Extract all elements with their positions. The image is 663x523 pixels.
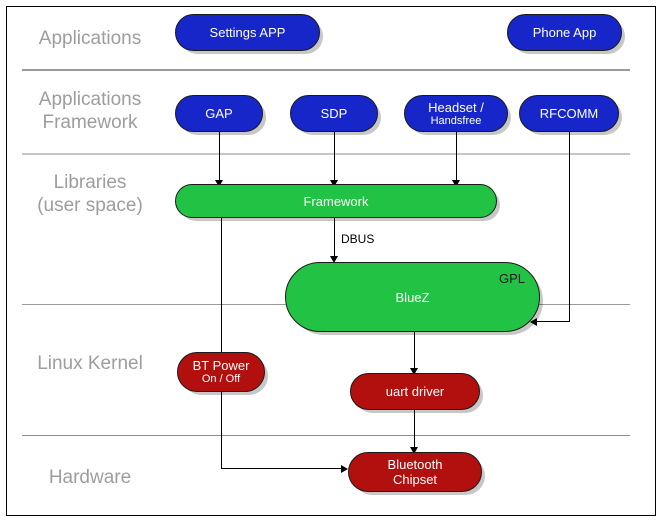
edge-label-dbus: DBUS	[341, 232, 375, 246]
edge-framework-chipset-horizontal	[221, 468, 345, 469]
node-bt-power[interactable]: BT Power On / Off	[177, 352, 265, 392]
node-uart-driver-label: uart driver	[385, 384, 445, 399]
edge-gap-framework	[219, 131, 220, 183]
edge-bluez-uart-arrowhead	[410, 368, 418, 375]
layer-label-applications: Applications	[38, 28, 142, 49]
node-framework[interactable]: Framework	[175, 184, 497, 218]
node-bt-power-label-secondary: On / Off	[201, 373, 241, 385]
layer-label-applications-framework: Applications Framework	[38, 89, 142, 133]
edge-rfcomm-bluez-arrowhead	[530, 318, 537, 326]
node-bluetooth-chipset-label-secondary: Chipset	[392, 472, 438, 487]
divider-applications-framework	[22, 153, 630, 155]
node-headset-handsfree[interactable]: Headset / Handsfree	[404, 95, 508, 132]
divider-linux-kernel	[22, 435, 630, 436]
diagram-frame	[6, 6, 656, 516]
node-uart-driver[interactable]: uart driver	[350, 373, 480, 410]
edge-rfcomm-vertical	[569, 131, 570, 322]
node-settings-app[interactable]: Settings APP	[175, 14, 320, 51]
edge-framework-chipset-vertical	[221, 217, 222, 469]
edge-uart-chipset	[414, 410, 415, 452]
node-sdp-label: SDP	[320, 106, 348, 121]
node-sdp[interactable]: SDP	[290, 95, 378, 132]
node-bluetooth-chipset[interactable]: Bluetooth Chipset	[348, 452, 482, 492]
node-gap-label: GAP	[205, 106, 233, 121]
edge-headset-framework	[456, 131, 457, 183]
node-headset-handsfree-label-primary: Headset /	[428, 99, 484, 115]
node-rfcomm[interactable]: RFCOMM	[519, 95, 619, 132]
node-rfcomm-label: RFCOMM	[539, 106, 599, 121]
node-bluez[interactable]: GPL BlueZ	[285, 262, 540, 332]
node-gap[interactable]: GAP	[175, 95, 263, 132]
node-bluetooth-chipset-label-primary: Bluetooth	[387, 457, 443, 472]
edge-rfcomm-horizontal	[536, 321, 570, 322]
layer-label-hardware: Hardware	[48, 467, 132, 488]
edge-sdp-framework	[334, 131, 335, 183]
edge-bluez-uart	[414, 332, 415, 372]
edge-framework-bluez-arrowhead	[330, 256, 338, 263]
node-headset-handsfree-label-secondary: Handsfree	[430, 114, 482, 127]
divider-applications	[22, 69, 630, 71]
edge-uart-chipset-arrowhead	[410, 447, 418, 454]
edge-framework-bluez	[334, 217, 335, 260]
layer-label-libraries: Libraries (user space)	[37, 172, 143, 216]
layer-label-linux-kernel: Linux Kernel	[37, 353, 143, 374]
node-bt-power-label-primary: BT Power	[192, 358, 250, 373]
edge-framework-chipset-arrowhead	[341, 465, 348, 473]
node-bluez-label: BlueZ	[395, 289, 430, 305]
node-bluez-license-badge: GPL	[498, 271, 525, 286]
node-framework-label: Framework	[303, 193, 369, 209]
node-phone-app[interactable]: Phone App	[507, 14, 622, 51]
node-phone-app-label: Phone App	[532, 25, 597, 40]
node-settings-app-label: Settings APP	[209, 25, 286, 40]
